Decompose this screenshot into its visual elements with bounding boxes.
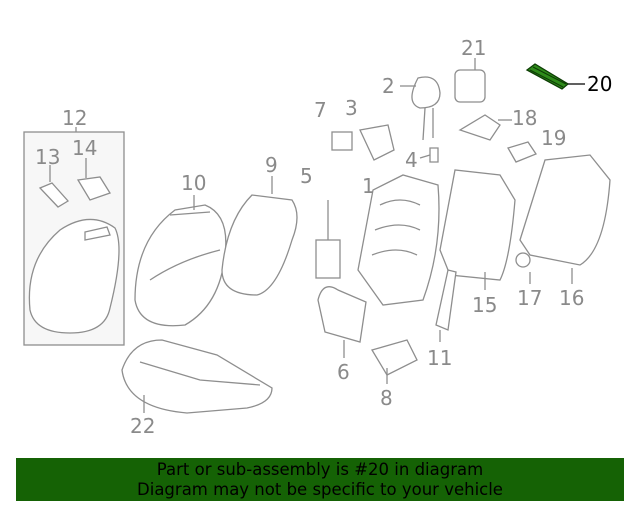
callout-18: 18 (512, 106, 537, 130)
callout-3: 3 (345, 96, 358, 120)
callout-2: 2 (382, 74, 395, 98)
part-19-clip[interactable] (507, 141, 537, 163)
callout-14: 14 (72, 136, 97, 160)
callout-19: 19 (541, 126, 566, 150)
part-18-bracket[interactable] (458, 114, 501, 141)
part-6-lumbar[interactable] (317, 286, 367, 343)
part-21-control[interactable] (454, 69, 486, 103)
part-7-switch[interactable] (331, 131, 353, 151)
part-9-panel[interactable] (221, 194, 298, 296)
callout-20: 20 (587, 72, 612, 96)
callout-11: 11 (427, 346, 452, 370)
callout-5: 5 (300, 164, 313, 188)
part-3-mechanism[interactable] (359, 124, 395, 161)
part-14-bracket[interactable] (76, 176, 111, 201)
part-4-bolt[interactable] (429, 147, 439, 163)
callout-16: 16 (559, 286, 584, 310)
part-11-trim[interactable] (435, 269, 457, 331)
part-8-module[interactable] (371, 339, 418, 376)
banner-line-2: Diagram may not be specific to your vehi… (137, 480, 503, 499)
callout-22: 22 (130, 414, 155, 438)
callout-15: 15 (472, 293, 497, 317)
callout-10: 10 (181, 171, 206, 195)
part-12-cover[interactable] (28, 218, 120, 334)
part-2-headrest[interactable] (411, 76, 441, 109)
part-16-back-shell[interactable] (519, 154, 611, 266)
part-17-plug[interactable] (515, 252, 531, 268)
callout-9: 9 (265, 153, 278, 177)
callout-4: 4 (405, 148, 418, 172)
callout-6: 6 (337, 360, 350, 384)
part-15-back-panel[interactable] (439, 169, 516, 281)
part-22-cushion[interactable] (121, 339, 273, 414)
info-banner: Part or sub-assembly is #20 in diagram D… (16, 458, 624, 501)
callout-17: 17 (517, 286, 542, 310)
callout-13: 13 (35, 145, 60, 169)
callout-8: 8 (380, 386, 393, 410)
callout-7: 7 (314, 98, 327, 122)
part-10-backrest-cover[interactable] (134, 204, 227, 327)
part-20-highlighted[interactable] (525, 63, 570, 90)
callout-21: 21 (461, 36, 486, 60)
callout-1: 1 (362, 174, 375, 198)
part-1-frame[interactable] (357, 174, 440, 306)
part-5-mat[interactable] (315, 239, 341, 279)
callout-12: 12 (62, 106, 87, 130)
part-13-clip[interactable] (38, 182, 70, 208)
banner-line-1: Part or sub-assembly is #20 in diagram (156, 460, 484, 479)
